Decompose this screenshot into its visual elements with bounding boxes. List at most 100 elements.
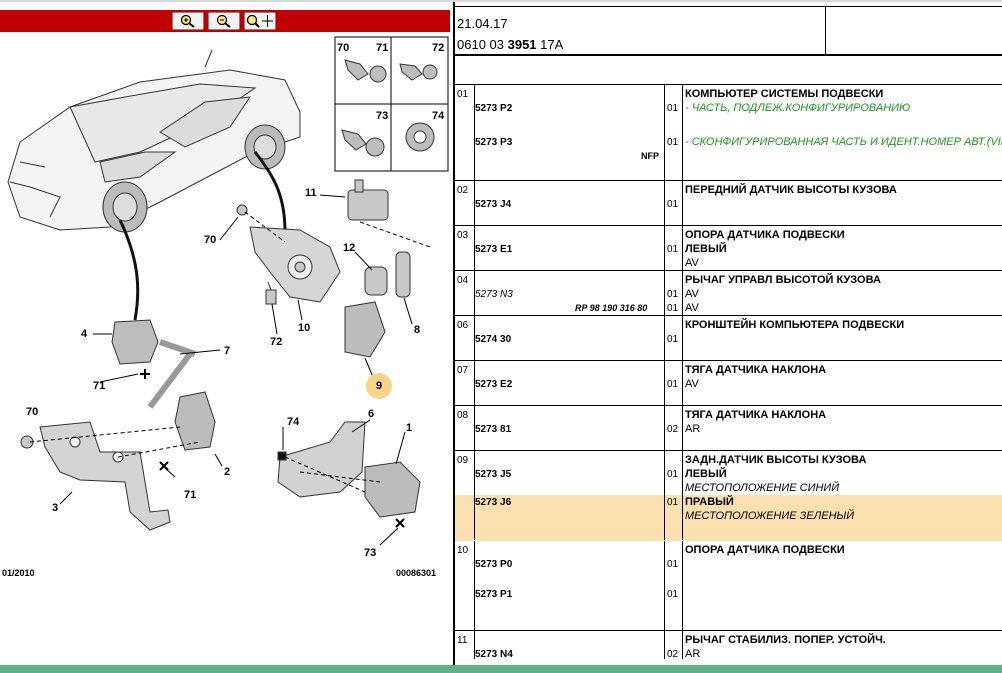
leader-line-front [118, 219, 140, 321]
callout-9[interactable]: 9 [366, 373, 392, 399]
top-border [0, 0, 1002, 2]
callout-12[interactable]: 12 [343, 242, 356, 254]
part-reference[interactable]: 5273 P1 [475, 589, 513, 600]
part-note: - СКОНФИГУРИРОВАННАЯ ЧАСТЬ И ИДЕНТ.НОМЕР… [685, 136, 1002, 148]
part-note: AR [685, 648, 701, 659]
position-number: 03 [457, 230, 469, 241]
part-note: AV [685, 288, 699, 300]
column-divider [664, 361, 665, 405]
part-description: КОМПЬЮТЕР СИСТЕМЫ ПОДВЕСКИ [685, 88, 884, 100]
part-note: МЕСТОПОЛОЖЕНИЕ СИНИЙ [685, 482, 840, 494]
zoom-move-icon [246, 14, 273, 28]
catalog-date: 21.04.17 [457, 16, 508, 31]
zoom-in-button[interactable] [172, 12, 204, 30]
column-divider [682, 271, 683, 315]
callout-3[interactable]: 3 [52, 502, 59, 514]
part-reference[interactable]: 5273 E2 [475, 379, 513, 390]
callout-73[interactable]: 73 [364, 547, 377, 559]
column-divider [664, 271, 665, 315]
position-number: 11 [457, 635, 468, 646]
callout-8[interactable]: 8 [414, 324, 421, 336]
column-divider [664, 451, 665, 540]
callout-10[interactable]: 10 [298, 322, 311, 334]
table-row[interactable]: 04 РЫЧАГ УПРАВЛ ВЫСОТОЙ КУЗОВА 5273 N3 01 AV… [455, 271, 1002, 316]
callout-4[interactable]: 4 [81, 328, 88, 340]
column-divider [474, 361, 475, 405]
zoom-move-button[interactable] [244, 12, 276, 30]
part-description: РЫЧАГ УПРАВЛ ВЫСОТОЙ КУЗОВА [685, 274, 881, 286]
callout-71[interactable]: 71 [376, 42, 389, 54]
callout-71[interactable]: 71 [184, 489, 197, 501]
column-divider [682, 451, 683, 540]
column-divider [682, 316, 683, 360]
callout-74[interactable]: 74 [432, 110, 445, 122]
callout-7[interactable]: 7 [224, 345, 231, 357]
fasteners-inset [334, 36, 449, 172]
callout-11[interactable]: 11 [305, 187, 317, 199]
callout-70[interactable]: 70 [204, 234, 217, 246]
part-description: ТЯГА ДАТЧИКА НАКЛОНА [685, 364, 827, 376]
part-reference[interactable]: 5273 81 [475, 424, 512, 435]
callout-6[interactable]: 6 [368, 408, 375, 420]
leader-line-rear [253, 151, 287, 233]
column-divider [474, 316, 475, 360]
callout-2[interactable]: 2 [224, 466, 231, 478]
callout-73[interactable]: 73 [376, 110, 389, 122]
position-number: 01 [457, 89, 469, 100]
callout-72[interactable]: 72 [270, 336, 283, 348]
callout-74[interactable]: 74 [287, 416, 300, 428]
part-reference[interactable]: 5273 J5 [475, 469, 512, 480]
part-reference[interactable]: 5273 E1 [475, 244, 513, 255]
position-number: 04 [457, 275, 469, 286]
column-divider [682, 406, 683, 450]
part-reference[interactable]: 5274 30 [475, 334, 512, 345]
status-bar [0, 665, 1002, 673]
part-quantity: 02 [667, 649, 679, 659]
part-quantity: 02 [667, 424, 679, 435]
part-quantity: 01 [667, 559, 679, 570]
callout-1[interactable]: 1 [406, 422, 413, 434]
part-quantity: 01 [667, 103, 679, 114]
zoom-out-button[interactable] [208, 12, 240, 30]
part-quantity: 01 [667, 469, 679, 480]
position-number: 10 [457, 545, 469, 556]
table-row[interactable]: 01 КОМПЬЮТЕР СИСТЕМЫ ПОДВЕСКИ 5273 P2 01 - Ч… [455, 85, 1002, 181]
part-side: ЛЕВЫЙ [685, 468, 727, 480]
column-divider [664, 226, 665, 270]
marker-symbols [140, 369, 405, 528]
part-quantity: 01 [667, 497, 679, 508]
zoom-in-icon [180, 14, 195, 28]
position-number: 07 [457, 365, 469, 376]
callout-71[interactable]: 71 [93, 380, 106, 392]
part-quantity: 01 [667, 303, 679, 314]
column-divider [474, 406, 475, 450]
highlighted-line [455, 495, 1002, 541]
part-reference[interactable]: 5273 N4 [475, 649, 513, 659]
part-note: МЕСТОПОЛОЖЕНИЕ ЗЕЛЕНЫЙ [685, 510, 855, 522]
callout-70[interactable]: 70 [337, 42, 350, 54]
column-divider [664, 181, 665, 225]
part-reference[interactable]: 5273 P2 [475, 103, 513, 114]
column-divider [664, 316, 665, 360]
callout-72[interactable]: 72 [432, 42, 445, 54]
part-note: - ЧАСТЬ, ПОДЛЕЖ.КОНФИГУРИРОВАНИЮ [685, 102, 911, 114]
column-divider [682, 85, 683, 180]
part-reference[interactable]: 5273 N3 [475, 289, 513, 300]
part-reference[interactable]: 5273 P3 [475, 137, 513, 148]
callout-70[interactable]: 70 [26, 406, 39, 418]
part-reference[interactable]: 5273 J6 [475, 497, 512, 508]
part-reference[interactable]: 5273 J4 [475, 199, 512, 210]
header-spacer [455, 58, 1002, 85]
part-reference[interactable]: 5273 P0 [475, 559, 513, 570]
